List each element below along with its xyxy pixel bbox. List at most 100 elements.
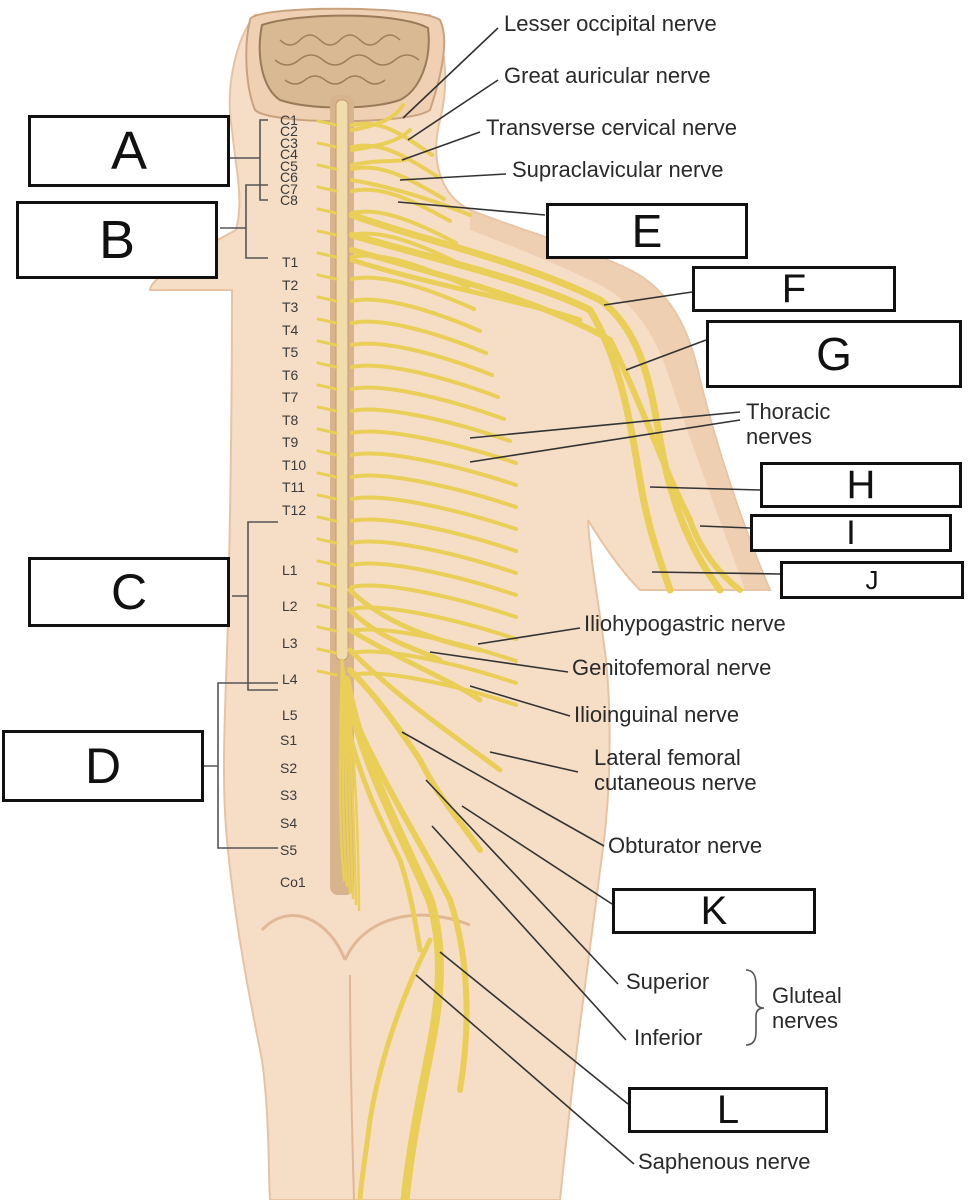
label-inferior: Inferior xyxy=(634,1025,703,1050)
left-root xyxy=(316,317,338,325)
segment-c8: C8 xyxy=(280,192,298,208)
gluteal-nerve xyxy=(343,717,423,953)
segment-t1: T1 xyxy=(282,254,299,270)
answer-box-e[interactable]: E xyxy=(546,203,748,259)
segment-t3: T3 xyxy=(282,299,299,316)
segmental-nerve xyxy=(350,363,500,399)
segment-c6: C6 xyxy=(280,169,298,186)
leader-superior xyxy=(425,779,619,985)
leader-k xyxy=(461,805,613,905)
sciatic-nerve xyxy=(341,675,444,1200)
bracket-gluteal xyxy=(745,969,765,1046)
left-root xyxy=(316,339,338,347)
segmental-nerve xyxy=(350,605,518,641)
leader-iliohypogastric xyxy=(477,627,581,645)
spinal-cord xyxy=(335,99,349,661)
segment-t9: T9 xyxy=(282,434,299,451)
lesser-occipital-nerve xyxy=(350,103,405,132)
iliohypogastric xyxy=(347,587,483,653)
segment-c1: C1 xyxy=(280,112,298,128)
bracket-a xyxy=(230,119,268,201)
segment-c2: C2 xyxy=(280,123,298,140)
leader-saphenous xyxy=(415,974,635,1165)
segmental-nerve xyxy=(350,143,440,179)
gluteal-cleft xyxy=(260,913,471,961)
label-great-auricular: Great auricular nerve xyxy=(504,63,711,88)
left-root xyxy=(316,251,338,259)
left-root xyxy=(316,405,338,413)
segmental-nerve xyxy=(350,473,518,509)
left-root xyxy=(316,449,338,457)
left-root xyxy=(316,361,338,369)
segment-s3: S3 xyxy=(280,787,298,803)
segmental-nerve xyxy=(350,649,518,685)
label-lesser-occipital: Lesser occipital nerve xyxy=(504,11,717,36)
lateral-femoral-cutaneous xyxy=(347,647,503,773)
segment-s2: S2 xyxy=(280,759,298,776)
answer-box-c[interactable]: C xyxy=(28,557,230,627)
brain-folds xyxy=(274,34,420,85)
segment-c4: C4 xyxy=(280,146,298,163)
label-iliohypogastric: Iliohypogastric nerve xyxy=(584,611,786,636)
bracket-b xyxy=(220,184,268,259)
segment-co1: Co1 xyxy=(280,874,306,890)
segment-l4: L4 xyxy=(282,670,298,687)
leader-ilioinguinal xyxy=(469,685,571,717)
left-root xyxy=(316,625,338,633)
answer-box-k[interactable]: K xyxy=(612,888,816,934)
leader-lateral-femoral xyxy=(489,751,579,773)
left-root xyxy=(316,559,338,567)
left-root xyxy=(316,493,338,501)
segmental-nerve xyxy=(350,583,518,619)
leader-i xyxy=(699,525,751,529)
segment-t6: T6 xyxy=(282,366,299,383)
segment-t10: T10 xyxy=(282,456,307,473)
left-root xyxy=(316,185,338,193)
segmental-nerve xyxy=(350,275,476,311)
answer-box-i[interactable]: I xyxy=(750,514,952,552)
segmental-nerve xyxy=(350,561,518,597)
answer-box-l[interactable]: L xyxy=(628,1087,828,1133)
leader-f xyxy=(603,291,693,306)
shoulder-shade xyxy=(470,210,770,590)
segmental-nerve xyxy=(350,121,434,157)
segmental-nerve xyxy=(350,297,482,333)
segment-t7: T7 xyxy=(282,389,299,406)
label-supraclavicular: Supraclavicular nerve xyxy=(512,157,724,182)
segmental-nerve xyxy=(350,407,512,443)
left-root xyxy=(316,163,338,171)
label-obturator: Obturator nerve xyxy=(608,833,763,858)
genitofemoral xyxy=(347,607,443,663)
segmental-nerve xyxy=(350,209,458,245)
answer-box-a[interactable]: A xyxy=(28,115,230,187)
segment-s5: S5 xyxy=(280,842,298,858)
arm-nerve-3 xyxy=(349,247,743,593)
arm-nerve-2 xyxy=(348,231,674,594)
segment-c7: C7 xyxy=(280,180,298,197)
segment-l2: L2 xyxy=(282,598,298,615)
segmental-nerve xyxy=(350,341,494,377)
left-root xyxy=(316,273,338,281)
leader-e xyxy=(397,201,546,216)
obturator xyxy=(347,667,483,853)
transverse-cervical-nerve xyxy=(350,158,407,167)
body-silhouette xyxy=(148,14,772,1200)
left-root xyxy=(316,383,338,391)
answer-box-b[interactable]: B xyxy=(16,201,218,279)
left-root xyxy=(316,537,338,545)
segmental-nerve xyxy=(350,385,506,421)
left-root xyxy=(316,427,338,435)
answer-box-h[interactable]: H xyxy=(760,462,962,508)
leader-inferior xyxy=(431,825,627,1041)
answer-box-j[interactable]: J xyxy=(780,561,964,599)
answer-box-d[interactable]: D xyxy=(2,730,204,802)
supraclavicular-nerve xyxy=(350,178,472,217)
answer-box-f[interactable]: F xyxy=(692,266,896,312)
great-auricular-nerve xyxy=(350,128,412,152)
leader-great-auricular xyxy=(407,79,499,141)
label-transverse-cervical: Transverse cervical nerve xyxy=(486,115,738,140)
leader-j xyxy=(651,571,781,575)
segment-t8: T8 xyxy=(282,411,299,428)
label-lateral-femoral-cutaneous: Lateral femoral cutaneous nerve xyxy=(594,745,757,795)
answer-box-g[interactable]: G xyxy=(706,320,962,388)
